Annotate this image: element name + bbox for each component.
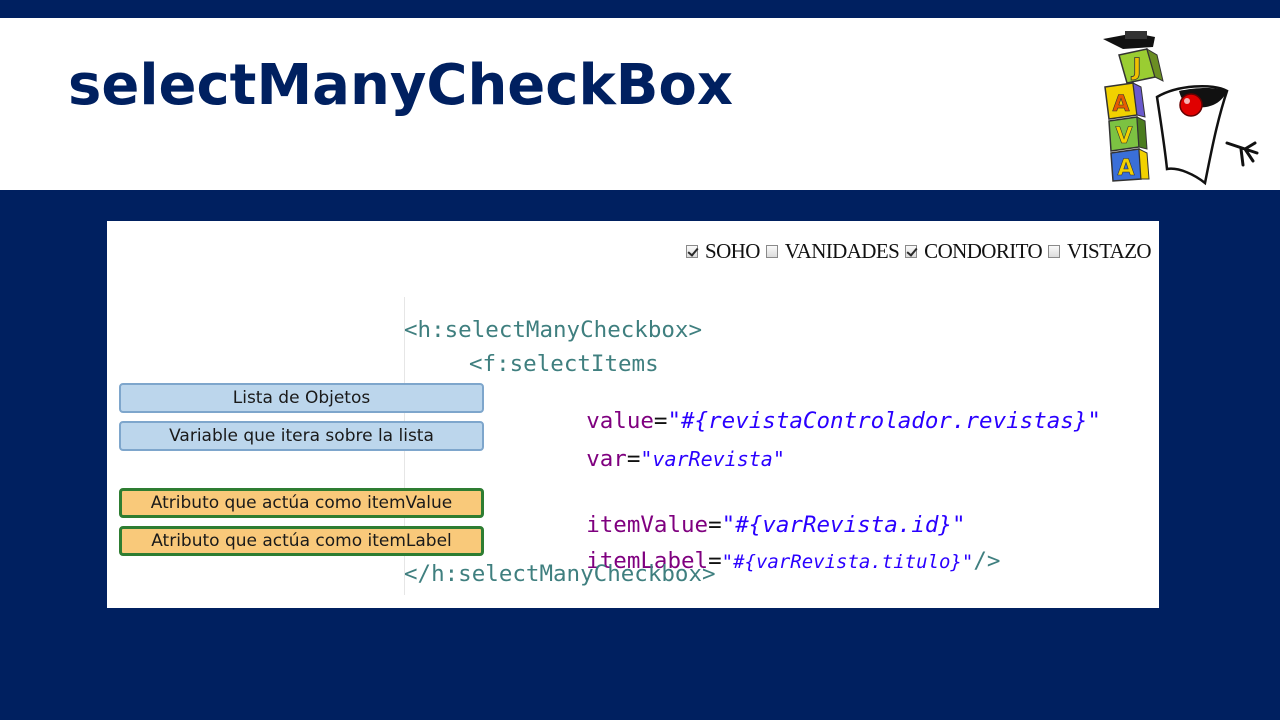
block-j: J — [1118, 47, 1164, 84]
code-string: "varRevista" — [640, 446, 785, 471]
block-letter: J — [1131, 53, 1142, 81]
code-line-itemlabel: itemLabel="#{varRevista.titulo}"/> — [532, 527, 1000, 595]
checkbox-item-soho[interactable]: SOHO — [685, 239, 760, 264]
checkbox-label: VISTAZO — [1067, 239, 1152, 263]
code-line-var: var="varRevista" — [532, 425, 785, 493]
java-duke-logo: J A V A — [1103, 31, 1259, 186]
block-v: V — [1108, 116, 1148, 152]
slide-title: selectManyCheckBox — [68, 53, 733, 118]
code-line-itemvalue: itemValue="#{varRevista.id}" — [532, 491, 966, 559]
code-attribute: itemValue — [586, 511, 709, 538]
block-letter: A — [1117, 156, 1134, 181]
callout-lista-de-objetos: Lista de Objetos — [119, 383, 484, 413]
code-line-value: value="#{revistaControlador.revistas}" — [532, 387, 1101, 455]
checkbox-soho[interactable] — [685, 245, 698, 258]
code-equals: = — [708, 511, 722, 538]
checkbox-condorito[interactable] — [905, 245, 918, 258]
callout-variable-itera: Variable que itera sobre la lista — [119, 421, 484, 451]
code-line-close-tag: </h:selectManyCheckbox> — [404, 561, 716, 587]
code-attribute: itemLabel — [586, 547, 709, 574]
code-attribute: value — [586, 407, 654, 434]
block-a2: A — [1110, 148, 1150, 182]
checkbox-group: SOHO VANIDADES CONDORITO VISTAZO — [680, 239, 1152, 264]
code-equals: = — [708, 547, 722, 574]
checkbox-label: SOHO — [704, 239, 760, 263]
code-attribute: var — [586, 445, 627, 472]
callout-item-label: Atributo que actúa como itemLabel — [119, 526, 484, 556]
checkbox-vistazo[interactable] — [1048, 245, 1061, 258]
callout-item-value: Atributo que actúa como itemValue — [119, 488, 484, 518]
title-band — [0, 18, 1280, 190]
checkbox-label: VANIDADES — [784, 239, 900, 263]
checkbox-item-vanidades[interactable]: VANIDADES — [765, 239, 900, 264]
code-line-open-tag: <h:selectManyCheckbox> — [404, 317, 703, 343]
block-letter: V — [1115, 124, 1132, 149]
code-string: "#{varRevista.id}" — [721, 511, 966, 538]
checkbox-item-condorito[interactable]: CONDORITO — [905, 239, 1043, 264]
block-letter: A — [1112, 92, 1129, 117]
checkbox-item-vistazo[interactable]: VISTAZO — [1048, 239, 1152, 264]
code-string: "#{varRevista.titulo}" — [721, 550, 974, 573]
code-self-close: /> — [973, 547, 1001, 574]
code-string: "#{revistaControlador.revistas}" — [667, 407, 1101, 434]
code-screenshot-panel: SOHO VANIDADES CONDORITO VISTAZO <h:sele… — [107, 221, 1159, 608]
code-line-select-items: <f:selectItems — [469, 351, 659, 377]
code-equals: = — [653, 407, 668, 434]
top-strip — [0, 0, 1280, 18]
checkbox-label: CONDORITO — [924, 239, 1043, 263]
code-equals: = — [626, 445, 641, 472]
block-a1: A — [1104, 82, 1146, 120]
checkbox-vanidades[interactable] — [765, 245, 778, 258]
